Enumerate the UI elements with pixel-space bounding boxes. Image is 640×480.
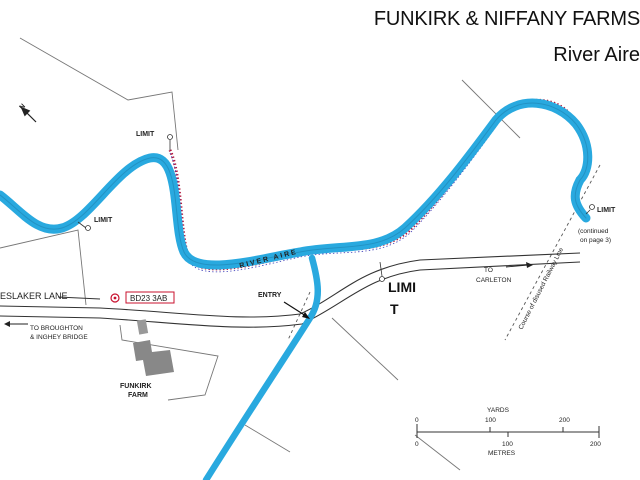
scale-metres-tick-200: 200 (590, 441, 601, 448)
east-arrow-icon (505, 262, 533, 268)
map-subtitle: River Aire (553, 44, 640, 66)
river (0, 98, 593, 480)
railway-label: Course of disused Railway Line (518, 246, 566, 331)
limit-marker-upper: LIMIT (136, 131, 173, 150)
continued-note-line2: on page 3) (580, 237, 611, 244)
to-broughton-line1: TO BROUGHTON (30, 325, 83, 332)
continued-note-line1: (continued (578, 228, 609, 235)
to-broughton-line2: & INGHEY BRIDGE (30, 334, 88, 341)
scale-yards-tick-0: 0 (415, 417, 419, 424)
scale-metres-tick-100: 100 (502, 441, 513, 448)
to-carleton-line2: CARLETON (476, 277, 512, 284)
postcode-marker: BD23 3AB (110, 291, 175, 304)
to-carleton-line1: TO (484, 267, 493, 274)
entry-label: ENTRY (258, 292, 282, 299)
north-arrow-icon (20, 106, 37, 123)
limit-big-line2: T (390, 301, 399, 317)
limit-label-east: LIMIT (597, 207, 616, 214)
scale-yards-title: YARDS (487, 407, 510, 414)
limit-marker-road: LIMI T (379, 261, 416, 317)
limit-big-line1: LIMI (388, 279, 416, 295)
limit-label-west: LIMIT (94, 217, 113, 224)
limit-marker-west: LIMIT (77, 217, 113, 231)
postcode-label: BD23 3AB (130, 294, 167, 303)
scale-yards-tick-200: 200 (559, 417, 570, 424)
west-arrow-icon (4, 321, 28, 327)
limit-label-upper: LIMIT (136, 131, 155, 138)
farm-buildings (133, 319, 174, 376)
north-label: N (18, 103, 27, 112)
limit-marker-east: LIMIT (585, 204, 616, 215)
entry-arrow-icon (283, 301, 310, 319)
farm-name-line2: FARM (128, 392, 148, 399)
lane-label: ESLAKER LANE (0, 291, 68, 301)
farm-name-line1: FUNKIRK (120, 383, 152, 390)
field-boundaries (0, 37, 521, 471)
roads (0, 252, 581, 328)
scale-metres-title: METRES (488, 450, 516, 457)
scale-bar: YARDS 0 100 200 0 100 200 METRES (415, 407, 601, 457)
map-title: FUNKIRK & NIFFANY FARMS (373, 8, 640, 30)
scale-yards-tick-100: 100 (485, 417, 496, 424)
scale-metres-tick-0: 0 (415, 441, 419, 448)
